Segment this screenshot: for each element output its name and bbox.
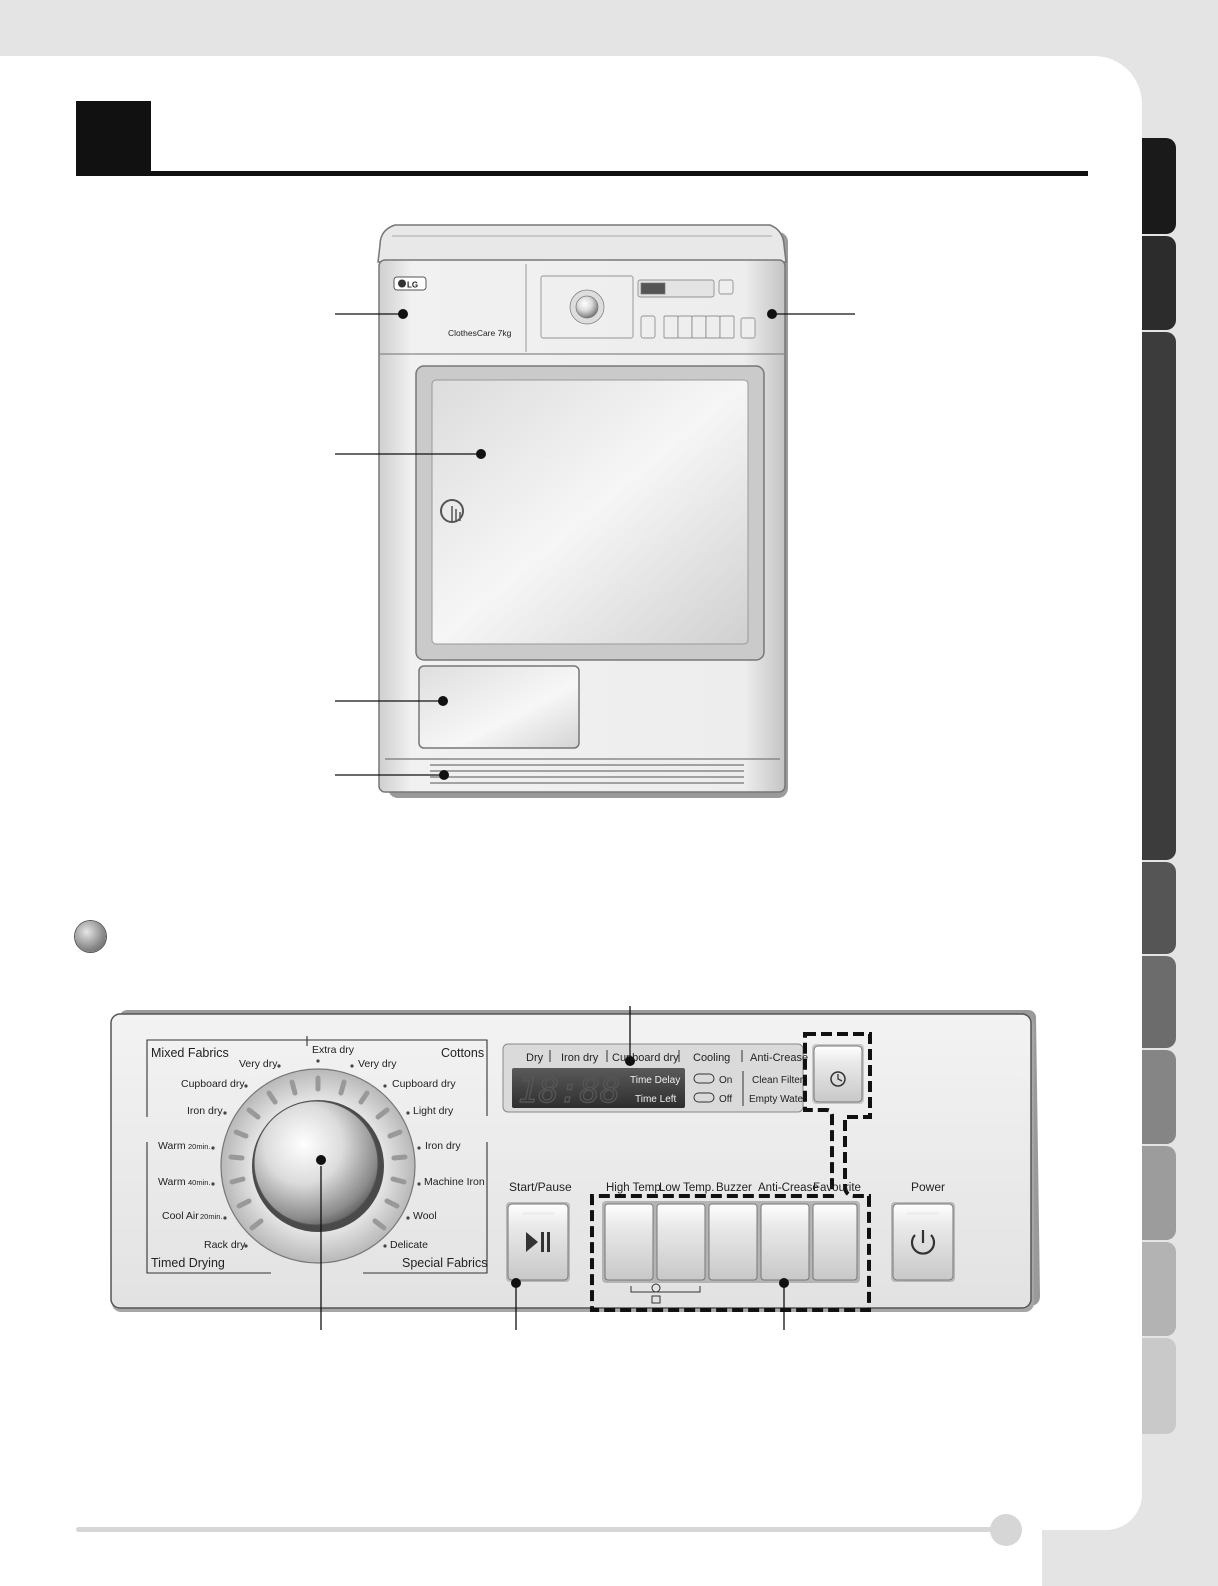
group-cottons: Cottons: [441, 1046, 484, 1060]
program-warm-20-suffix: 20min.: [188, 1142, 211, 1151]
highlight-dashed-outline: [590, 1032, 872, 1312]
program-delicate: Delicate: [390, 1239, 428, 1251]
label-sound-on: On: [719, 1075, 732, 1086]
page-footer-area: [0, 1440, 1142, 1530]
status-cupboard-dry: Cupboard dry: [612, 1052, 679, 1064]
low-temp-button[interactable]: [656, 1203, 706, 1281]
dial-ticks: [228, 1075, 408, 1231]
program-group-frames: [146, 1036, 488, 1274]
program-extra-dry: Extra dry: [312, 1044, 355, 1056]
label-power: Power: [911, 1180, 945, 1194]
clock-icon: [830, 1071, 846, 1087]
side-tab-6[interactable]: [1142, 1050, 1176, 1144]
status-dividers: [549, 1050, 744, 1106]
condenser-cover-vents: [385, 758, 780, 784]
power-icon: [910, 1234, 936, 1255]
side-tab-2[interactable]: [1142, 236, 1176, 330]
section-header-rule: [76, 171, 1088, 176]
child-lock-icon: [630, 1283, 701, 1304]
label-clean-filter: Clean Filter: [752, 1075, 804, 1086]
control-panel: Mixed Fabrics Cottons Timed Drying Speci…: [110, 1006, 1040, 1330]
side-tab-7[interactable]: [1142, 1146, 1176, 1240]
program-cool-air-suffix: 20min.: [200, 1212, 223, 1221]
sound-off-icon: [693, 1092, 715, 1103]
label-low-temp: Low Temp.: [659, 1182, 714, 1194]
led-digits: 18:88: [518, 1071, 620, 1111]
panel-callout-leaders: [320, 1006, 785, 1330]
group-timed-drying: Timed Drying: [151, 1256, 225, 1270]
dial-knob[interactable]: [253, 1100, 379, 1226]
mini-control-panel: [540, 275, 756, 339]
status-dry: Dry: [526, 1052, 544, 1064]
callout-dots: [398, 309, 777, 780]
program-iron-dry-mixed: Iron dry: [187, 1105, 223, 1117]
program-light-dry: Light dry: [413, 1105, 454, 1117]
group-mixed-fabrics: Mixed Fabrics: [151, 1046, 229, 1060]
page-number-circle: [990, 1514, 1022, 1546]
led-display: [512, 1068, 685, 1108]
dryer-door[interactable]: [415, 365, 765, 661]
side-tab-5[interactable]: [1142, 956, 1176, 1048]
anti-crease-button[interactable]: [760, 1203, 810, 1281]
buzzer-button[interactable]: [708, 1203, 758, 1281]
callout-leaders: [335, 313, 855, 776]
brand-text: LG: [407, 281, 418, 290]
lg-logo: LG: [393, 276, 427, 291]
panel-callout-dots: [316, 1056, 789, 1288]
program-warm-20: Warm: [158, 1140, 186, 1152]
label-time-delay: Time Delay: [630, 1075, 680, 1086]
program-cupboard-dry-mixed: Cupboard dry: [181, 1078, 245, 1090]
option-buttons: [602, 1201, 860, 1304]
program-wool: Wool: [413, 1210, 437, 1222]
status-anti-crease: Anti-Crease: [750, 1052, 808, 1064]
label-favourite: Favourite: [813, 1182, 861, 1194]
label-sound-off: Off: [719, 1094, 732, 1105]
program-very-dry-mixed: Very dry: [239, 1058, 278, 1070]
label-anti-crease: Anti-Crease: [758, 1182, 819, 1194]
section-header-block: [76, 101, 151, 173]
program-rack-dry: Rack dry: [204, 1239, 246, 1251]
program-cool-air: Cool Air: [162, 1210, 199, 1222]
side-tab-3[interactable]: [1142, 332, 1176, 860]
program-cupboard-dry-cottons: Cupboard dry: [392, 1078, 456, 1090]
water-container[interactable]: [418, 665, 580, 749]
program-dial-marks: [211, 1059, 421, 1248]
program-iron-dry-cottons: Iron dry: [425, 1140, 461, 1152]
group-special-fabrics: Special Fabrics: [402, 1256, 487, 1270]
side-tab-4[interactable]: [1142, 862, 1176, 954]
high-temp-button[interactable]: [604, 1203, 654, 1281]
footer-rule: [76, 1527, 1006, 1532]
program-very-dry-cottons: Very dry: [358, 1058, 397, 1070]
status-iron-dry: Iron dry: [561, 1052, 599, 1064]
favourite-button[interactable]: [812, 1203, 858, 1281]
model-text: ClothesCare 7kg: [448, 328, 512, 338]
program-warm-40: Warm: [158, 1176, 186, 1188]
side-tab-9[interactable]: [1142, 1338, 1176, 1434]
label-high-temp: High Temp.: [606, 1182, 664, 1194]
program-machine-iron: Machine Iron: [424, 1176, 485, 1188]
program-dial[interactable]: [220, 1068, 416, 1264]
dryer-illustration: LG ClothesCare 7kg: [335, 224, 855, 798]
time-delay-button[interactable]: [812, 1044, 864, 1104]
power-button[interactable]: [891, 1202, 955, 1282]
program-warm-40-suffix: 40min.: [188, 1178, 211, 1187]
subsection-bullet-icon: [75, 921, 106, 952]
label-time-left: Time Left: [635, 1094, 677, 1105]
door-handle-icon: [440, 499, 464, 523]
label-buzzer: Buzzer: [716, 1182, 752, 1194]
play-pause-icon: [526, 1232, 538, 1252]
side-tab-8[interactable]: [1142, 1242, 1176, 1336]
status-display-area: Dry Iron dry Cupboard dry Cooling Anti-C…: [502, 1043, 808, 1113]
label-empty-water: Empty Water: [749, 1094, 807, 1105]
sound-on-icon: [693, 1073, 715, 1084]
label-start-pause: Start/Pause: [509, 1180, 572, 1194]
status-cooling: Cooling: [693, 1052, 730, 1064]
side-tab-1[interactable]: [1142, 138, 1176, 234]
start-pause-button[interactable]: [506, 1202, 570, 1282]
